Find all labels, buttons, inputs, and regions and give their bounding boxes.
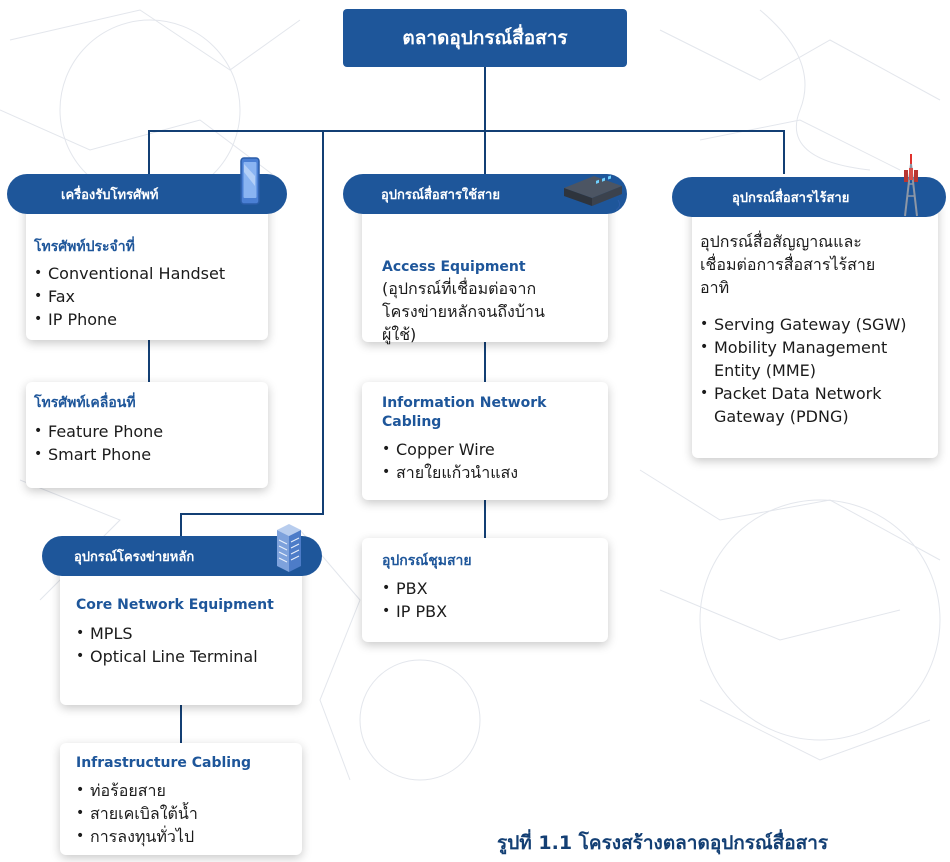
connector-wireless: [783, 130, 785, 174]
list-item: การลงทุนทั่วไป: [76, 825, 251, 848]
wireless-desc-line: เชื่อมต่อการสื่อสารไร้สาย: [700, 255, 876, 274]
core-infra-heading: Infrastructure Cabling: [76, 755, 252, 771]
list-item: IP PBX: [382, 600, 472, 623]
list-item: Optical Line Terminal: [76, 645, 274, 668]
cell-tower-icon: [904, 154, 918, 217]
list-item: Copper Wire: [382, 438, 597, 461]
core-infra-card: Infrastructure Cabling ท่อร้อยสาย สายเคเ…: [60, 743, 302, 855]
network-switch-icon: [564, 175, 622, 211]
connector-core-drop: [180, 513, 182, 539]
list-item: Mobility Management Entity (MME): [700, 336, 932, 382]
wireless-desc-line: อาทิ: [700, 278, 730, 297]
wired-pbx-card: อุปกรณ์ชุมสาย PBX IP PBX: [362, 538, 608, 642]
wired-access-desc-line: โครงข่ายหลักจนถึงบ้าน: [382, 302, 545, 321]
list-item: Smart Phone: [34, 443, 163, 466]
core-equipment-heading: Core Network Equipment: [76, 597, 274, 613]
wired-pbx-heading: อุปกรณ์ชุมสาย: [382, 553, 472, 569]
wired-category-label: อุปกรณ์สื่อสารใช้สาย: [381, 187, 500, 203]
connector-horizontal-bus: [148, 130, 785, 132]
connector-wired-cards-1: [484, 342, 486, 382]
phone-fixed-card: โทรศัพท์ประจำที่ Conventional Handset Fa…: [26, 200, 268, 340]
list-item: IP Phone: [34, 308, 225, 331]
server-building-icon: [277, 524, 301, 572]
wired-cabling-heading: Information Network Cabling: [382, 395, 547, 430]
connector-phone-cards: [148, 340, 150, 382]
wireless-category-label: อุปกรณ์สื่อสารไร้สาย: [732, 190, 850, 206]
wireless-card: อุปกรณ์สื่อสัญญาณและ เชื่อมต่อการสื่อสาร…: [692, 200, 938, 458]
wireless-category-pill: อุปกรณ์สื่อสารไร้สาย: [672, 177, 946, 217]
list-item: Conventional Handset: [34, 262, 225, 285]
list-item: ท่อร้อยสาย: [76, 779, 251, 802]
page-title: ตลาดอุปกรณ์สื่อสาร: [343, 9, 627, 67]
connector-title-trunk: [484, 67, 486, 131]
connector-wired: [484, 130, 486, 174]
figure-caption: รูปที่ 1.1 โครงสร้างตลาดอุปกรณ์สื่อสาร: [497, 832, 829, 854]
list-item: Fax: [34, 285, 225, 308]
wired-cabling-card: Information Network Cabling Copper Wire …: [362, 382, 608, 500]
list-item: สายเคเบิลใต้น้ำ: [76, 802, 251, 825]
list-item: Packet Data Network Gateway (PDNG): [700, 382, 932, 428]
core-category-label: อุปกรณ์โครงข่ายหลัก: [74, 549, 195, 565]
phone-fixed-heading: โทรศัพท์ประจำที่: [34, 239, 135, 255]
list-item: Feature Phone: [34, 420, 163, 443]
smartphone-icon: [240, 157, 260, 205]
core-equipment-card: Core Network Equipment MPLS Optical Line…: [60, 560, 302, 705]
wired-access-heading: Access Equipment: [382, 259, 526, 275]
phone-category-label: เครื่องรับโทรศัพท์: [61, 187, 159, 203]
connector-wired-cards-2: [484, 500, 486, 538]
connector-core-horizontal: [180, 513, 324, 515]
list-item: PBX: [382, 577, 472, 600]
phone-mobile-heading: โทรศัพท์เคลื่อนที่: [34, 395, 136, 411]
phone-mobile-card: โทรศัพท์เคลื่อนที่ Feature Phone Smart P…: [26, 382, 268, 488]
list-item: Serving Gateway (SGW): [700, 313, 932, 336]
list-item: MPLS: [76, 622, 274, 645]
wired-access-desc-line: ผู้ใช้): [382, 325, 417, 344]
wired-access-card: Access Equipment (อุปกรณ์ที่เชื่อมต่อจาก…: [362, 200, 608, 344]
wired-access-desc-line: (อุปกรณ์ที่เชื่อมต่อจาก: [382, 279, 537, 298]
core-category-pill: อุปกรณ์โครงข่ายหลัก: [42, 536, 322, 576]
wireless-desc-line: อุปกรณ์สื่อสัญญาณและ: [700, 232, 862, 251]
connector-core-cards: [180, 705, 182, 743]
connector-core-vertical: [322, 130, 324, 515]
list-item: สายใยแก้วนำแสง: [382, 461, 597, 484]
connector-phone: [148, 130, 150, 174]
